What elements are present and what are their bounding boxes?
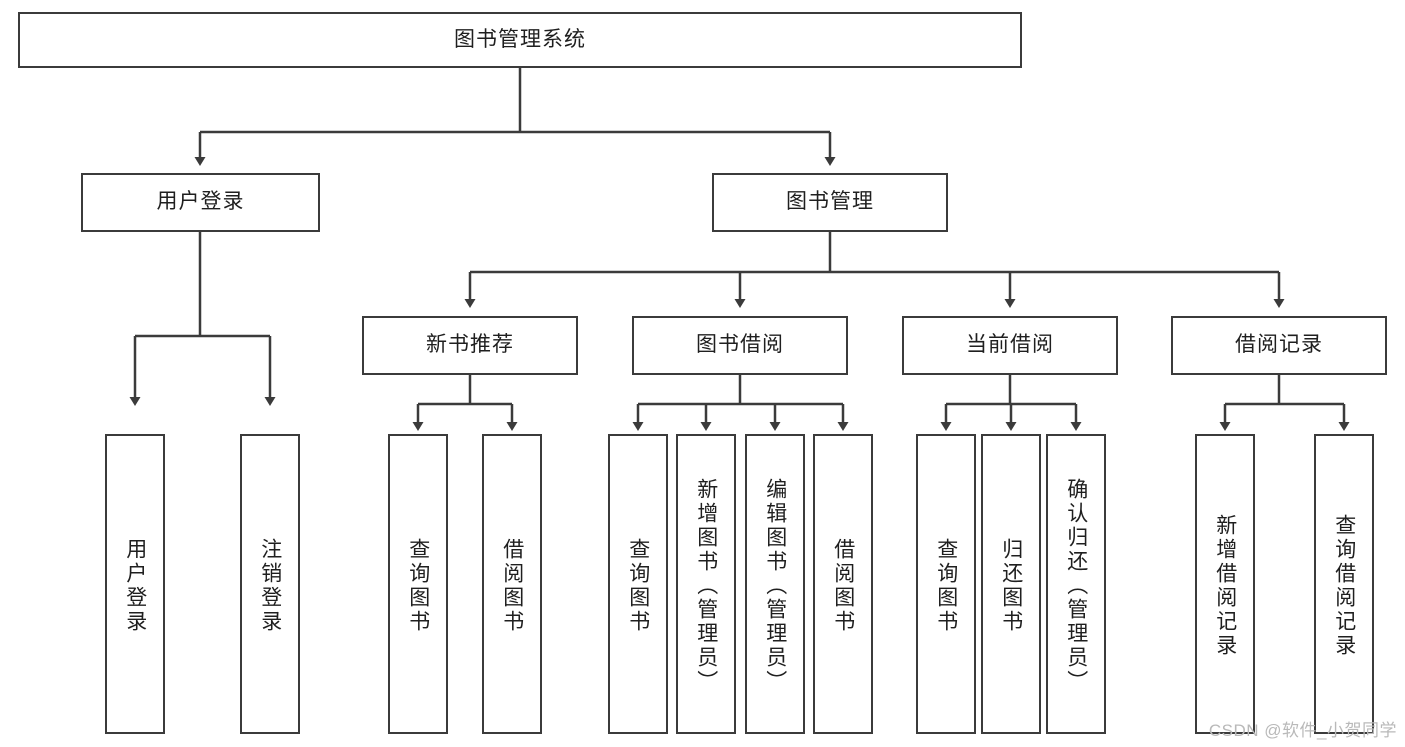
node-book-borrow[interactable]: 图书借阅 [632,316,848,375]
node-new-book-recommend[interactable]: 新书推荐 [362,316,578,375]
watermark: CSDN @软件_小贺同学 [1208,721,1397,740]
node-label: 归还图书 [999,538,1023,634]
node-borrow-record[interactable]: 借阅记录 [1171,316,1387,375]
leaf-borrow-borrow-book[interactable]: 借阅图书 [813,434,873,734]
leaf-record-add[interactable]: 新增借阅记录 [1195,434,1255,734]
leaf-user-login-signout[interactable]: 注销登录 [240,434,300,734]
node-label: 借阅记录 [1235,333,1323,357]
leaf-borrow-edit-book[interactable]: 编辑图书（管理员） [745,434,805,734]
node-root-system[interactable]: 图书管理系统 [18,12,1022,68]
node-label: 查询图书 [934,538,958,634]
leaf-current-query-book[interactable]: 查询图书 [916,434,976,734]
node-label: 新增借阅记录 [1213,514,1237,658]
node-label: 新书推荐 [426,333,514,357]
node-label: 用户登录 [123,538,147,634]
leaf-new-book-query[interactable]: 查询图书 [388,434,448,734]
leaf-borrow-add-book[interactable]: 新增图书（管理员） [676,434,736,734]
node-label: 查询借阅记录 [1332,514,1356,658]
node-label: 图书管理 [786,190,874,214]
node-label: 注销登录 [258,538,282,634]
node-label: 图书借阅 [696,333,784,357]
leaf-user-login-signin[interactable]: 用户登录 [105,434,165,734]
node-label: 当前借阅 [966,333,1054,357]
node-label: 编辑图书（管理员） [763,478,787,694]
leaf-new-book-borrow[interactable]: 借阅图书 [482,434,542,734]
leaf-current-confirm-return[interactable]: 确认归还（管理员） [1046,434,1106,734]
node-book-management[interactable]: 图书管理 [712,173,948,232]
node-label: 借阅图书 [500,538,524,634]
leaf-borrow-query-book[interactable]: 查询图书 [608,434,668,734]
node-label: 确认归还（管理员） [1064,478,1088,694]
leaf-current-return-book[interactable]: 归还图书 [981,434,1041,734]
node-user-login[interactable]: 用户登录 [81,173,320,232]
node-label: 用户登录 [156,190,245,214]
node-label: 查询图书 [626,538,650,634]
leaf-record-query[interactable]: 查询借阅记录 [1314,434,1374,734]
node-label: 图书管理系统 [454,27,586,51]
node-label: 查询图书 [406,538,430,634]
node-label: 新增图书（管理员） [694,478,718,694]
node-current-borrow[interactable]: 当前借阅 [902,316,1118,375]
node-label: 借阅图书 [831,538,855,634]
